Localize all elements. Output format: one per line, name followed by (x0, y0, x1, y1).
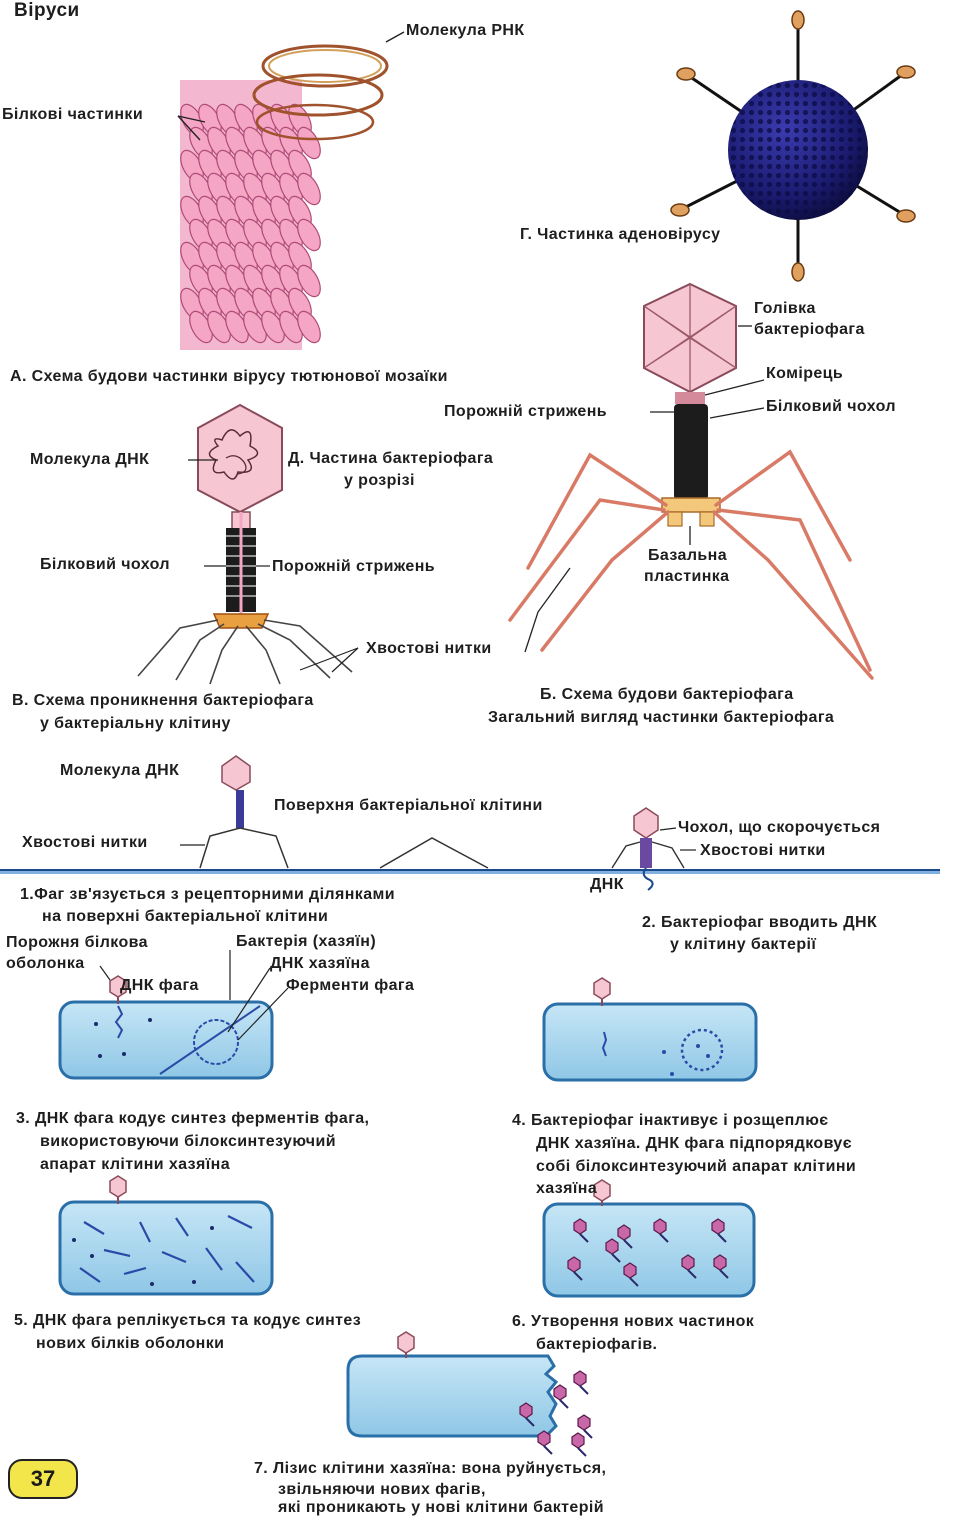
protein-subunit (297, 172, 321, 206)
step3-line1: 3. ДНК фага кодує синтез ферментів фага, (16, 1110, 370, 1127)
step4-line2: ДНК хазяїна. ДНК фага підпорядковує (536, 1135, 852, 1152)
caption-d-1: Д. Частина бактеріофага (288, 450, 494, 467)
phage-particle (537, 1430, 553, 1455)
caption-v-1: В. Схема проникнення бактеріофага (12, 692, 314, 709)
label-rna-molecule: Молекула РНК (406, 22, 525, 39)
step4-line1: 4. Бактеріофаг інактивує і розщеплює (512, 1112, 829, 1129)
label-contracting-sheath: Чохол, що скорочується (678, 819, 881, 836)
cell-step-3 (58, 950, 289, 1080)
label-protein-sheath-v: Білковий чохол (40, 556, 170, 573)
label-head-1: Голівка (754, 300, 816, 317)
phage-particle (577, 1414, 593, 1439)
label-base-plate-1: Базальна (648, 547, 727, 564)
caption-b-1: Б. Схема будови бактеріофага (540, 686, 794, 703)
step2-line2: у клітину бактерії (670, 936, 817, 953)
protein-subunit (297, 264, 321, 298)
label-tail-fibers-1: Хвостові нитки (22, 834, 148, 851)
label-dna-molecule-d: Молекула ДНК (30, 451, 150, 468)
phage-particle (553, 1384, 569, 1409)
phage-penetration-figure (137, 511, 359, 685)
label-protein-particles: Білкові частинки (2, 106, 144, 123)
step1-line2: на поверхні бактеріальної клітини (42, 908, 329, 925)
label-host-dna: ДНК хазяїна (270, 955, 370, 972)
label-dna-step2: ДНК (590, 876, 624, 893)
label-base-plate-2: пластинка (644, 568, 730, 585)
label-collar: Комірець (766, 365, 844, 382)
label-phage-enzymes: Ферменти фага (286, 977, 415, 994)
step7-line1: 7. Лізис клітини хазяїна: вона руйнуєтьс… (254, 1460, 607, 1477)
phage-particle (605, 1238, 621, 1263)
bacteriophage-general-figure (508, 282, 874, 680)
label-dna-molecule-surface: Молекула ДНК (60, 762, 180, 779)
phage-particle (573, 1370, 589, 1395)
label-tail-fibers-2: Хвостові нитки (700, 842, 826, 859)
caption-a: А. Схема будови частинки вірусу тютюново… (10, 368, 448, 385)
label-hollow-core-b: Порожній стрижень (444, 403, 608, 420)
step6-line1: 6. Утворення нових частинок (512, 1313, 755, 1330)
step5-line2: нових білків оболонки (36, 1335, 225, 1352)
caption-g: Г. Частинка аденовірусу (520, 226, 721, 243)
step6-line2: бактеріофагів. (536, 1336, 658, 1353)
label-hollow-core-v: Порожній стрижень (272, 558, 436, 575)
step3-line3: апарат клітини хазяїна (40, 1156, 230, 1173)
label-host-bacterium: Бактерія (хазяїн) (236, 933, 377, 950)
caption-v-2: у бактеріальну клітину (40, 715, 231, 732)
cell-step-5 (58, 1175, 274, 1296)
cell-step-6 (542, 1179, 756, 1298)
tobacco-mosaic-virus-figure (177, 31, 405, 350)
step7-line2: звільняючи нових фагів, (278, 1481, 486, 1498)
step1-line1: 1.Фаг зв'язується з рецепторними ділянка… (20, 886, 395, 903)
phage-particle (711, 1218, 727, 1243)
label-empty-shell-2: оболонка (6, 955, 85, 972)
label-tail-fibers-v: Хвостові нитки (366, 640, 492, 657)
label-head-2: бактеріофага (754, 321, 865, 338)
phage-particle (713, 1254, 729, 1279)
released-phages (519, 1370, 593, 1457)
label-bacterial-surface: Поверхня бактеріальної клітини (274, 797, 543, 814)
step4-line3: собі білоксинтезуючий апарат клітини (536, 1158, 857, 1175)
phage-particle (567, 1256, 583, 1281)
protein-subunit (297, 310, 321, 344)
page-title: Віруси (14, 0, 80, 21)
protein-subunit (297, 218, 321, 252)
caption-b-2: Загальний вигляд частинки бактеріофага (488, 709, 835, 726)
phage-particle (623, 1262, 639, 1287)
phage-particle (571, 1432, 587, 1457)
new-phages (567, 1218, 729, 1287)
step5-line1: 5. ДНК фага реплікується та кодує синтез (14, 1312, 362, 1329)
adenovirus-figure (670, 10, 916, 282)
phage-particle (519, 1402, 535, 1427)
label-protein-sheath-b: Білковий чохол (766, 398, 896, 415)
step7-line3: які проникають у нові клітини бактерій (278, 1499, 604, 1516)
surface-scene (0, 755, 940, 891)
phage-particle (681, 1254, 697, 1279)
label-empty-shell-1: Порожня білкова (6, 934, 148, 951)
phage-particle (573, 1218, 589, 1243)
step4-line4: хазяїна (536, 1180, 598, 1197)
cell-step-4 (542, 977, 758, 1082)
page-number-badge: 37 (8, 1459, 78, 1499)
cell-step-7 (346, 1331, 593, 1457)
step2-line1: 2. Бактеріофаг вводить ДНК (642, 914, 878, 931)
label-phage-dna: ДНК фага (120, 977, 199, 994)
phage-particle (653, 1218, 669, 1243)
caption-d-2: у розрізі (344, 472, 415, 489)
protein-subunits (180, 103, 321, 344)
phage-particle (617, 1224, 633, 1249)
phage-cross-section-figure (188, 403, 283, 514)
step3-line2: використовуючи білоксинтезуючий (40, 1133, 336, 1150)
